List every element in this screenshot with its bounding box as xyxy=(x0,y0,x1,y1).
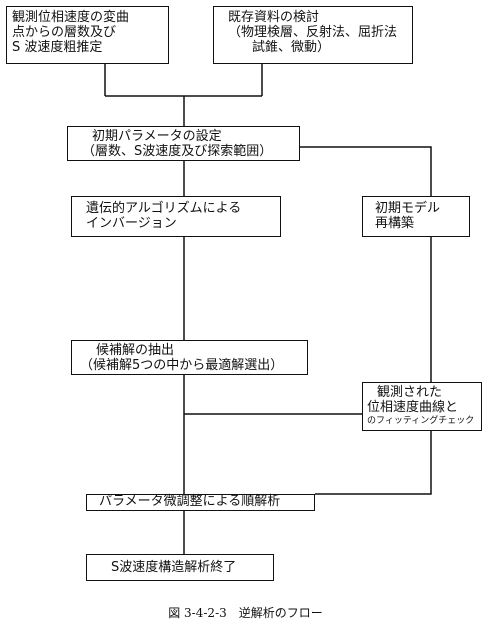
node-observe: 観測位相速度の変曲 点からの層数及び S 波速度粗推定 xyxy=(6,6,169,64)
node-extract-line-1: 候補解の抽出 xyxy=(96,343,175,358)
node-ga-inversion-line-2: インバージョン xyxy=(86,216,177,231)
node-fitting-check-line-3: のフィッティングチェック xyxy=(367,416,475,426)
node-ga-inversion-line-1: 遺伝的アルゴリズムによる xyxy=(86,201,242,216)
node-observe-line-3: S 波速度粗推定 xyxy=(12,40,103,55)
edge-initial-right xyxy=(300,146,432,196)
node-ga-inversion: 遺伝的アルゴリズムによる インバージョン xyxy=(71,196,281,237)
node-initial-params-line-2: （層数、S波速度及び探索範囲） xyxy=(82,144,273,159)
node-finish: S波速度構造解析終了 xyxy=(86,554,274,581)
node-observe-line-2: 点からの層数及び xyxy=(12,25,117,40)
node-model-rebuild: 初期モデル 再構築 xyxy=(362,196,470,237)
node-model-rebuild-line-2: 再構築 xyxy=(375,216,415,231)
node-initial-params: 初期パラメータの設定 （層数、S波速度及び探索範囲） xyxy=(67,126,300,161)
node-extract-line-2: （候補解5つの中から最適解選出） xyxy=(80,358,284,373)
node-existing-line-1: 既存資料の検討 xyxy=(228,10,320,25)
node-model-rebuild-line-1: 初期モデル xyxy=(375,201,441,216)
node-fine-tune-line-1: パラメータ微調整による順解析 xyxy=(99,494,281,509)
node-existing: 既存資料の検討 （物理検層、反射法、屈折法 試錐、微動） xyxy=(213,6,413,64)
node-extract: 候補解の抽出 （候補解5つの中から最適解選出） xyxy=(71,340,308,375)
node-fine-tune: パラメータ微調整による順解析 xyxy=(86,494,315,511)
node-existing-line-3: 試錐、微動） xyxy=(252,40,331,55)
node-finish-line-1: S波速度構造解析終了 xyxy=(111,560,237,575)
node-fitting-check-line-1: 観測された xyxy=(377,385,443,400)
node-initial-params-line-1: 初期パラメータの設定 xyxy=(92,129,222,144)
node-fitting-check: 観測された 位相速度曲線と のフィッティングチェック xyxy=(362,382,482,431)
figure-caption: 図 3-4-2-3 逆解析のフロー xyxy=(168,606,323,620)
node-fitting-check-line-2: 位相速度曲線と xyxy=(367,400,459,415)
edge-fitting-to-finetune xyxy=(315,430,432,495)
node-existing-line-2: （物理検層、反射法、屈折法 xyxy=(228,25,398,40)
node-observe-line-1: 観測位相速度の変曲 xyxy=(12,10,130,25)
